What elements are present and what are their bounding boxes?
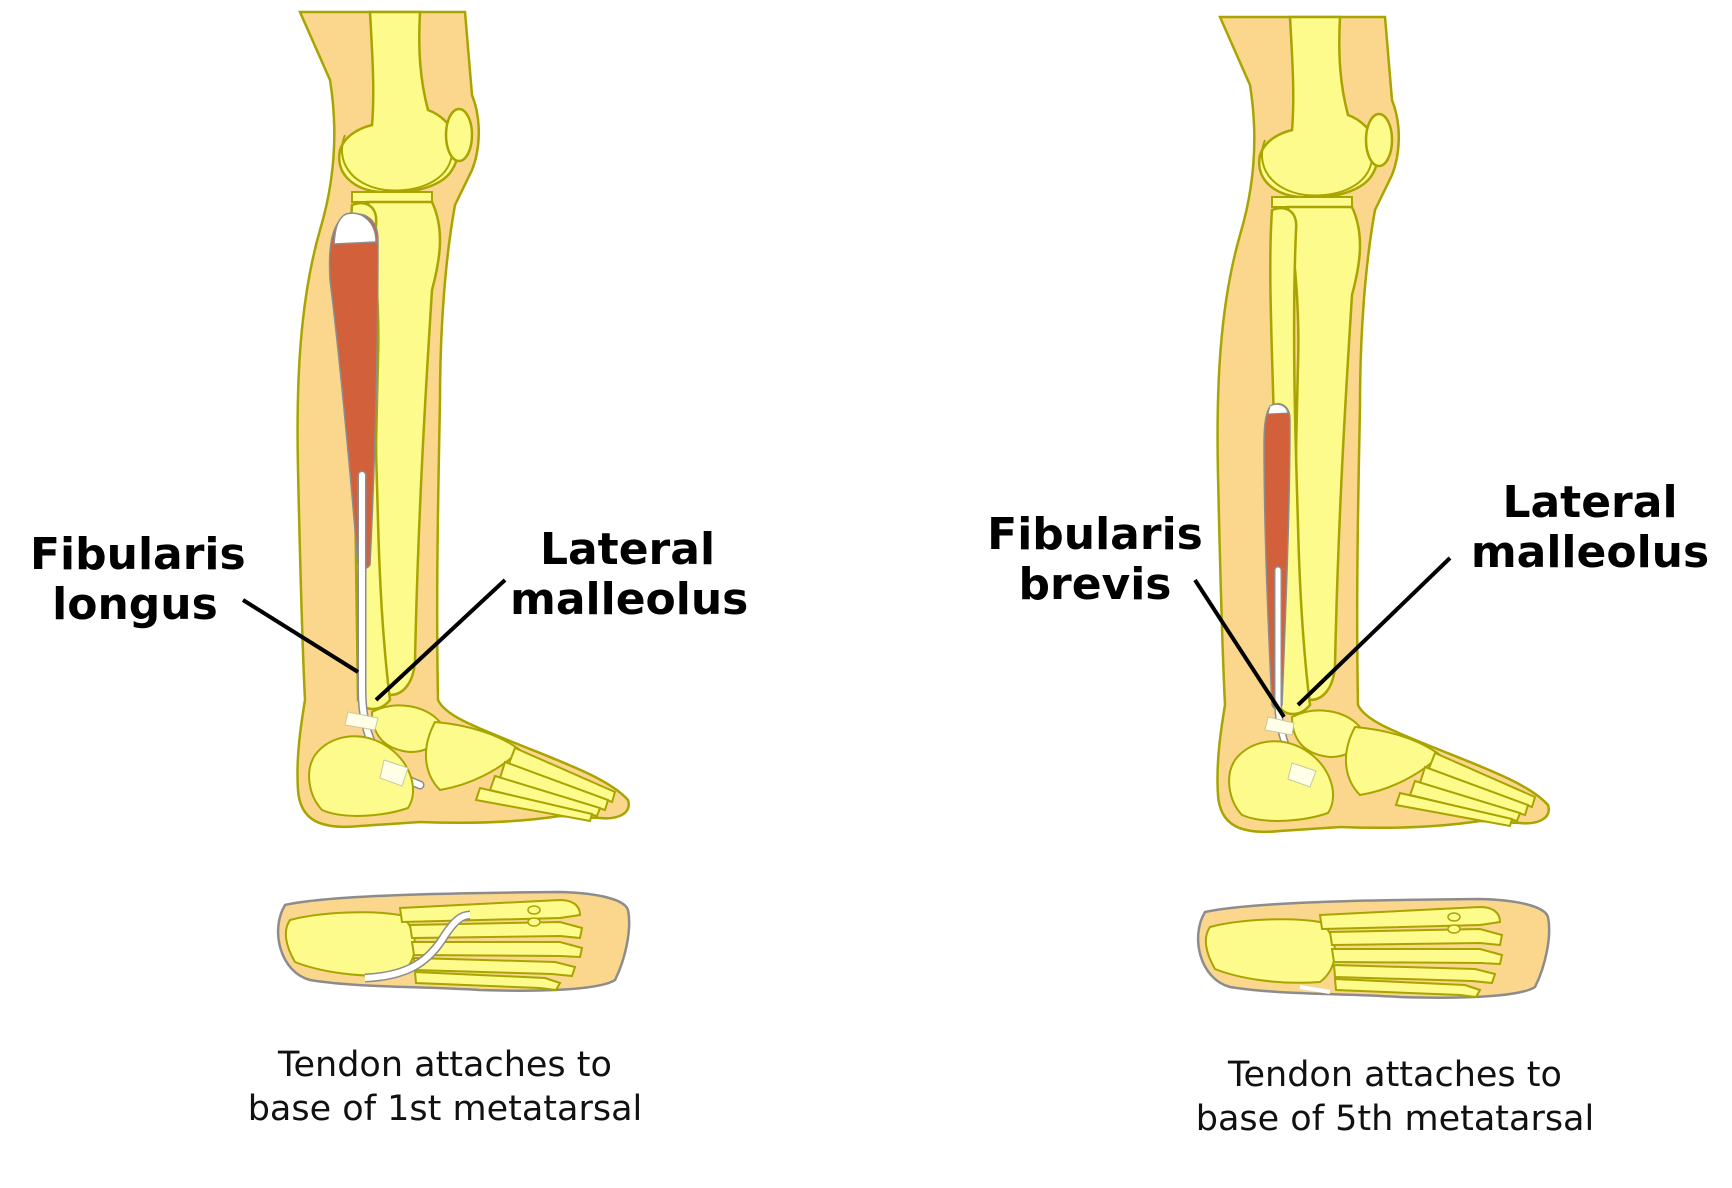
label-line: longus [52, 579, 218, 630]
left-foot-top-view [276, 890, 631, 992]
label-fibularis-brevis: Fibularis brevis [985, 510, 1205, 610]
foot-top-tendon [1299, 985, 1331, 994]
tibia-bone [1286, 205, 1362, 702]
retinaculum [1264, 716, 1317, 788]
muscle-origin-tendon [1267, 403, 1289, 415]
right-foot-top-view [1196, 897, 1551, 999]
midfoot-bones [424, 720, 522, 792]
tibial-plateau [1271, 196, 1353, 208]
leader-line-lateral-malleolus-right [1296, 556, 1452, 707]
label-lateral-malleolus-left: Lateral malleolus [510, 524, 749, 625]
calcaneus-bone [308, 735, 415, 817]
right-leg-illustration [1193, 15, 1551, 999]
patella-bone [444, 107, 474, 163]
tibia-bone [366, 200, 442, 697]
knee-cartilage [340, 134, 453, 192]
caption-left: Tendon attaches to base of 1st metatarsa… [225, 1043, 665, 1131]
caption-line: Tendon attaches to [278, 1045, 612, 1085]
label-line: Fibularis [987, 509, 1203, 560]
caption-line: base of 1st metatarsal [247, 1089, 643, 1129]
midfoot-bones [1344, 725, 1442, 797]
caption-right: Tendon attaches to base of 5th metatarsa… [1170, 1053, 1620, 1141]
caption-line: base of 5th metatarsal [1195, 1099, 1595, 1139]
left-leg-illustration [241, 10, 631, 992]
knee-cartilage [1260, 139, 1373, 197]
label-line: brevis [1018, 559, 1172, 610]
retinaculum [344, 711, 409, 787]
leader-line-fibularis-brevis [1193, 578, 1286, 719]
metatarsal-bones [474, 746, 617, 823]
foot-top-hindfoot [284, 911, 416, 977]
leader-line-fibularis-longus [241, 598, 360, 674]
metatarsal-bones [1394, 751, 1537, 828]
label-line: malleolus [1470, 527, 1710, 578]
muscle-origin-tendon [333, 212, 377, 245]
patella-bone [1364, 112, 1394, 168]
label-line: malleolus [510, 574, 749, 625]
label-fibularis-longus: Fibularis longus [30, 529, 246, 630]
label-line: Lateral [539, 524, 716, 575]
foot-top-hindfoot [1204, 918, 1336, 984]
label-line: Lateral [1502, 477, 1678, 528]
caption-line: Tendon attaches to [1228, 1055, 1562, 1095]
calcaneus-bone [1228, 740, 1335, 822]
label-lateral-malleolus-right: Lateral malleolus [1470, 478, 1710, 578]
label-line: Fibularis [30, 529, 246, 580]
leader-line-lateral-malleolus-left [374, 578, 507, 702]
tibial-plateau [351, 191, 433, 203]
